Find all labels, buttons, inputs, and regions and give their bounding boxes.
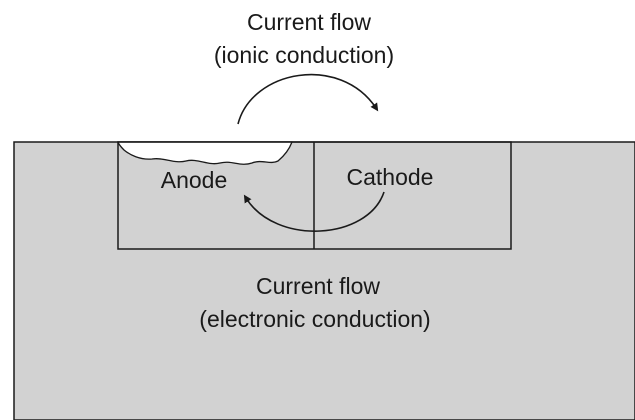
electronic-current-arrow bbox=[243, 191, 385, 232]
top-label-line2: (ionic conduction) bbox=[214, 42, 394, 68]
ionic-current-arrow bbox=[237, 73, 379, 125]
bottom-label-line1: Current flow bbox=[256, 273, 380, 299]
top-label-line1: Current flow bbox=[247, 9, 371, 35]
cathode-label: Cathode bbox=[347, 164, 434, 190]
bottom-label-line2: (electronic conduction) bbox=[199, 306, 430, 332]
electrolyte-pit bbox=[117, 141, 293, 165]
anode-label: Anode bbox=[161, 167, 228, 193]
